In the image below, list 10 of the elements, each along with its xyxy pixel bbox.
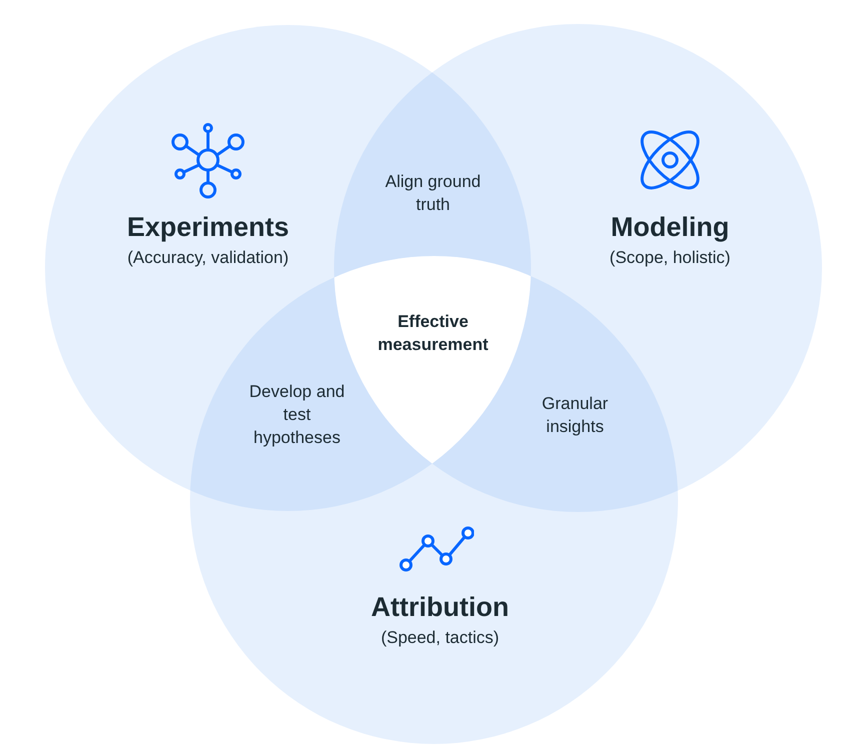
circle-subtitle: (Scope, holistic) — [610, 248, 730, 268]
circle-heading: Modeling — [610, 212, 730, 243]
venn-overlap-label: Align ground truth — [384, 171, 482, 216]
venn-overlap-label: Develop and test hypotheses — [248, 381, 346, 449]
circle-heading: Attribution — [371, 592, 509, 623]
circle-subtitle: (Accuracy, validation) — [127, 248, 289, 268]
circle-heading: Experiments — [126, 212, 290, 243]
venn-overlap-label: Granular insights — [540, 393, 610, 438]
center-label: Effective measurement — [376, 311, 490, 356]
circle-subtitle: (Speed, tactics) — [380, 628, 500, 648]
